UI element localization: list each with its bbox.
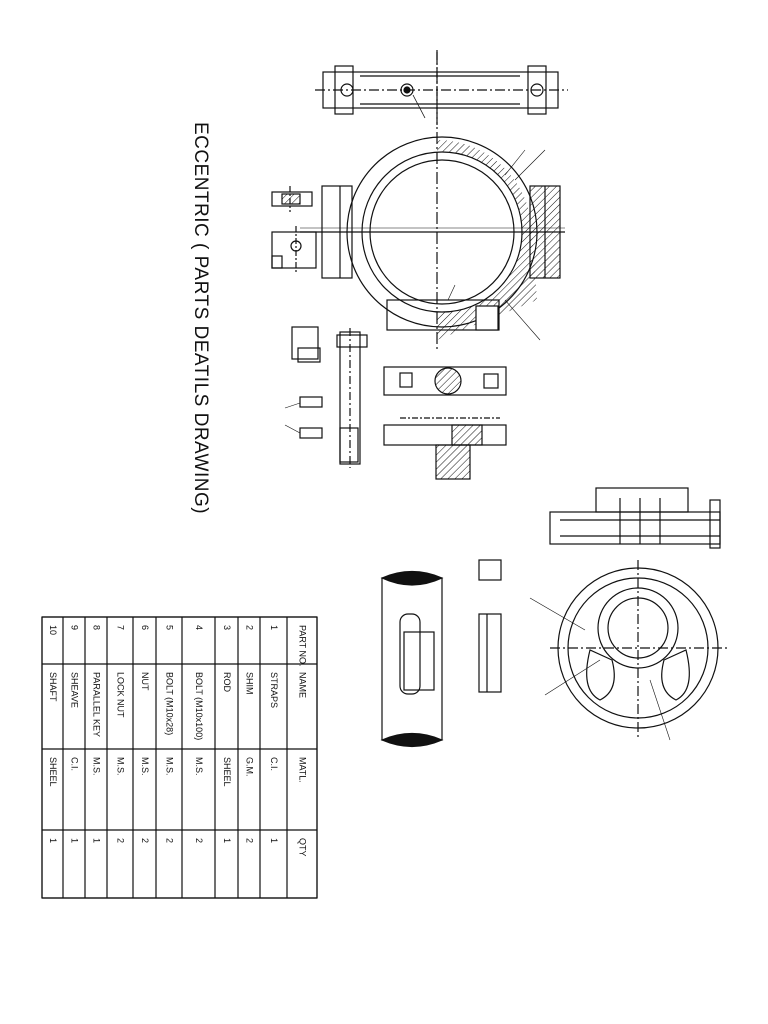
table-cell: 2	[116, 838, 126, 843]
table-header: PART NO.	[298, 625, 308, 667]
table-cell: SHAFT	[48, 672, 58, 702]
table-cell: M.S.	[116, 757, 126, 776]
table-header: MATL.	[298, 757, 308, 783]
table-cell: 2	[245, 625, 255, 630]
table-cell: BOLT (M10x100)	[194, 672, 204, 740]
table-cell: C.I.	[70, 757, 80, 771]
table-cell: M.S.	[140, 757, 150, 776]
shaft-detail	[380, 570, 444, 748]
table-cell: 2	[194, 838, 204, 843]
table-cell: 2	[165, 838, 175, 843]
table-cell: M.S.	[194, 757, 204, 776]
table-cell: 4	[194, 625, 204, 630]
table-cell: STRAPS	[269, 672, 279, 708]
table-cell: 1	[92, 838, 102, 843]
table-cell: M.S.	[165, 757, 175, 776]
table-cell: 6	[140, 625, 150, 630]
table-cell: 9	[70, 625, 80, 630]
table-cell: 5	[165, 625, 175, 630]
table-cell: 1	[269, 838, 279, 843]
table-cell: C.I.	[269, 757, 279, 771]
table-cell: SHEAVE	[70, 672, 80, 708]
table-cell: 1	[48, 838, 58, 843]
rod-top-view	[315, 50, 568, 125]
table-header: QTY	[298, 838, 308, 857]
shim-detail	[271, 186, 317, 274]
key-detail	[478, 559, 502, 693]
table-cell: 7	[116, 625, 126, 630]
table-cell: 1	[70, 838, 80, 843]
table-cell: BOLT (M10x28)	[165, 672, 175, 735]
table-cell: 1	[222, 838, 232, 843]
strap-assembly	[300, 52, 565, 350]
table-cell: 2	[245, 838, 255, 843]
table-cell: SHEEL	[48, 757, 58, 787]
sheave-side-view	[549, 487, 721, 549]
table-cell: 3	[222, 625, 232, 630]
table-cell: 2	[140, 838, 150, 843]
table-cell: M.S.	[92, 757, 102, 776]
table-cell: ROD	[222, 672, 232, 693]
table-cell: LOCK NUT	[116, 672, 126, 718]
bolts-and-nuts	[284, 326, 368, 468]
table-cell: 10	[48, 625, 58, 635]
table-cell: G.M.	[245, 757, 255, 777]
table-cell: SHIM	[245, 672, 255, 695]
parts-table: PART NO.NAMEMATL.QTY1STRAPSC.I.12SHIMG.M…	[41, 616, 318, 899]
table-cell: PARALLEL KEY	[92, 672, 102, 737]
table-cell: NUT	[140, 672, 150, 691]
table-cell: 1	[269, 625, 279, 630]
table-header: NAME	[298, 672, 308, 698]
sheave-front-view	[529, 560, 730, 741]
table-cell: SHEEL	[222, 757, 232, 787]
table-cell: 8	[92, 625, 102, 630]
rod-end-view	[383, 366, 507, 480]
